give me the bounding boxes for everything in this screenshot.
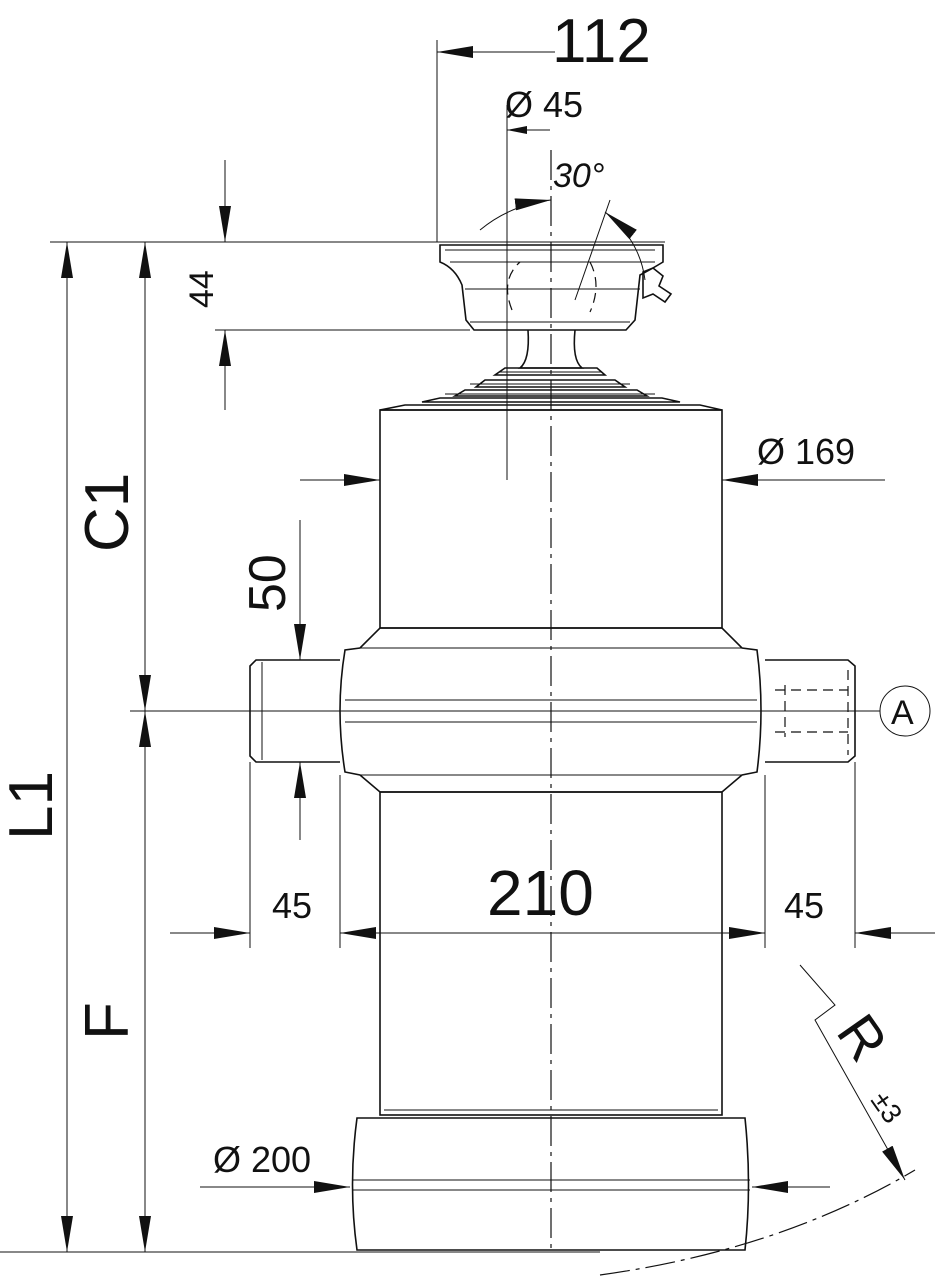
port-label: A	[891, 694, 914, 732]
dim-112: 112	[552, 7, 651, 76]
dim-45-right: 45	[784, 885, 824, 926]
port-a-circle	[879, 685, 931, 737]
dim-dia200: Ø 200	[213, 1139, 311, 1180]
dim-r: R	[825, 1003, 900, 1072]
dim-dia45: Ø 45	[505, 84, 583, 125]
dim-r-tolerance: ±3	[865, 1086, 908, 1129]
dim-c1: C1	[73, 473, 142, 552]
dim-angle: 30°	[553, 157, 604, 195]
dim-45-left: 45	[272, 885, 312, 926]
dim-210: 210	[487, 857, 594, 929]
dim-f: F	[73, 1002, 142, 1040]
dim-dia169: Ø 169	[757, 431, 855, 472]
dim-50: 50	[239, 554, 297, 612]
dim-44: 44	[183, 270, 221, 308]
dim-l1: L1	[0, 771, 66, 840]
reference-lines	[0, 150, 880, 1253]
cylinder-body	[249, 244, 856, 1251]
dimensions	[61, 40, 935, 1276]
